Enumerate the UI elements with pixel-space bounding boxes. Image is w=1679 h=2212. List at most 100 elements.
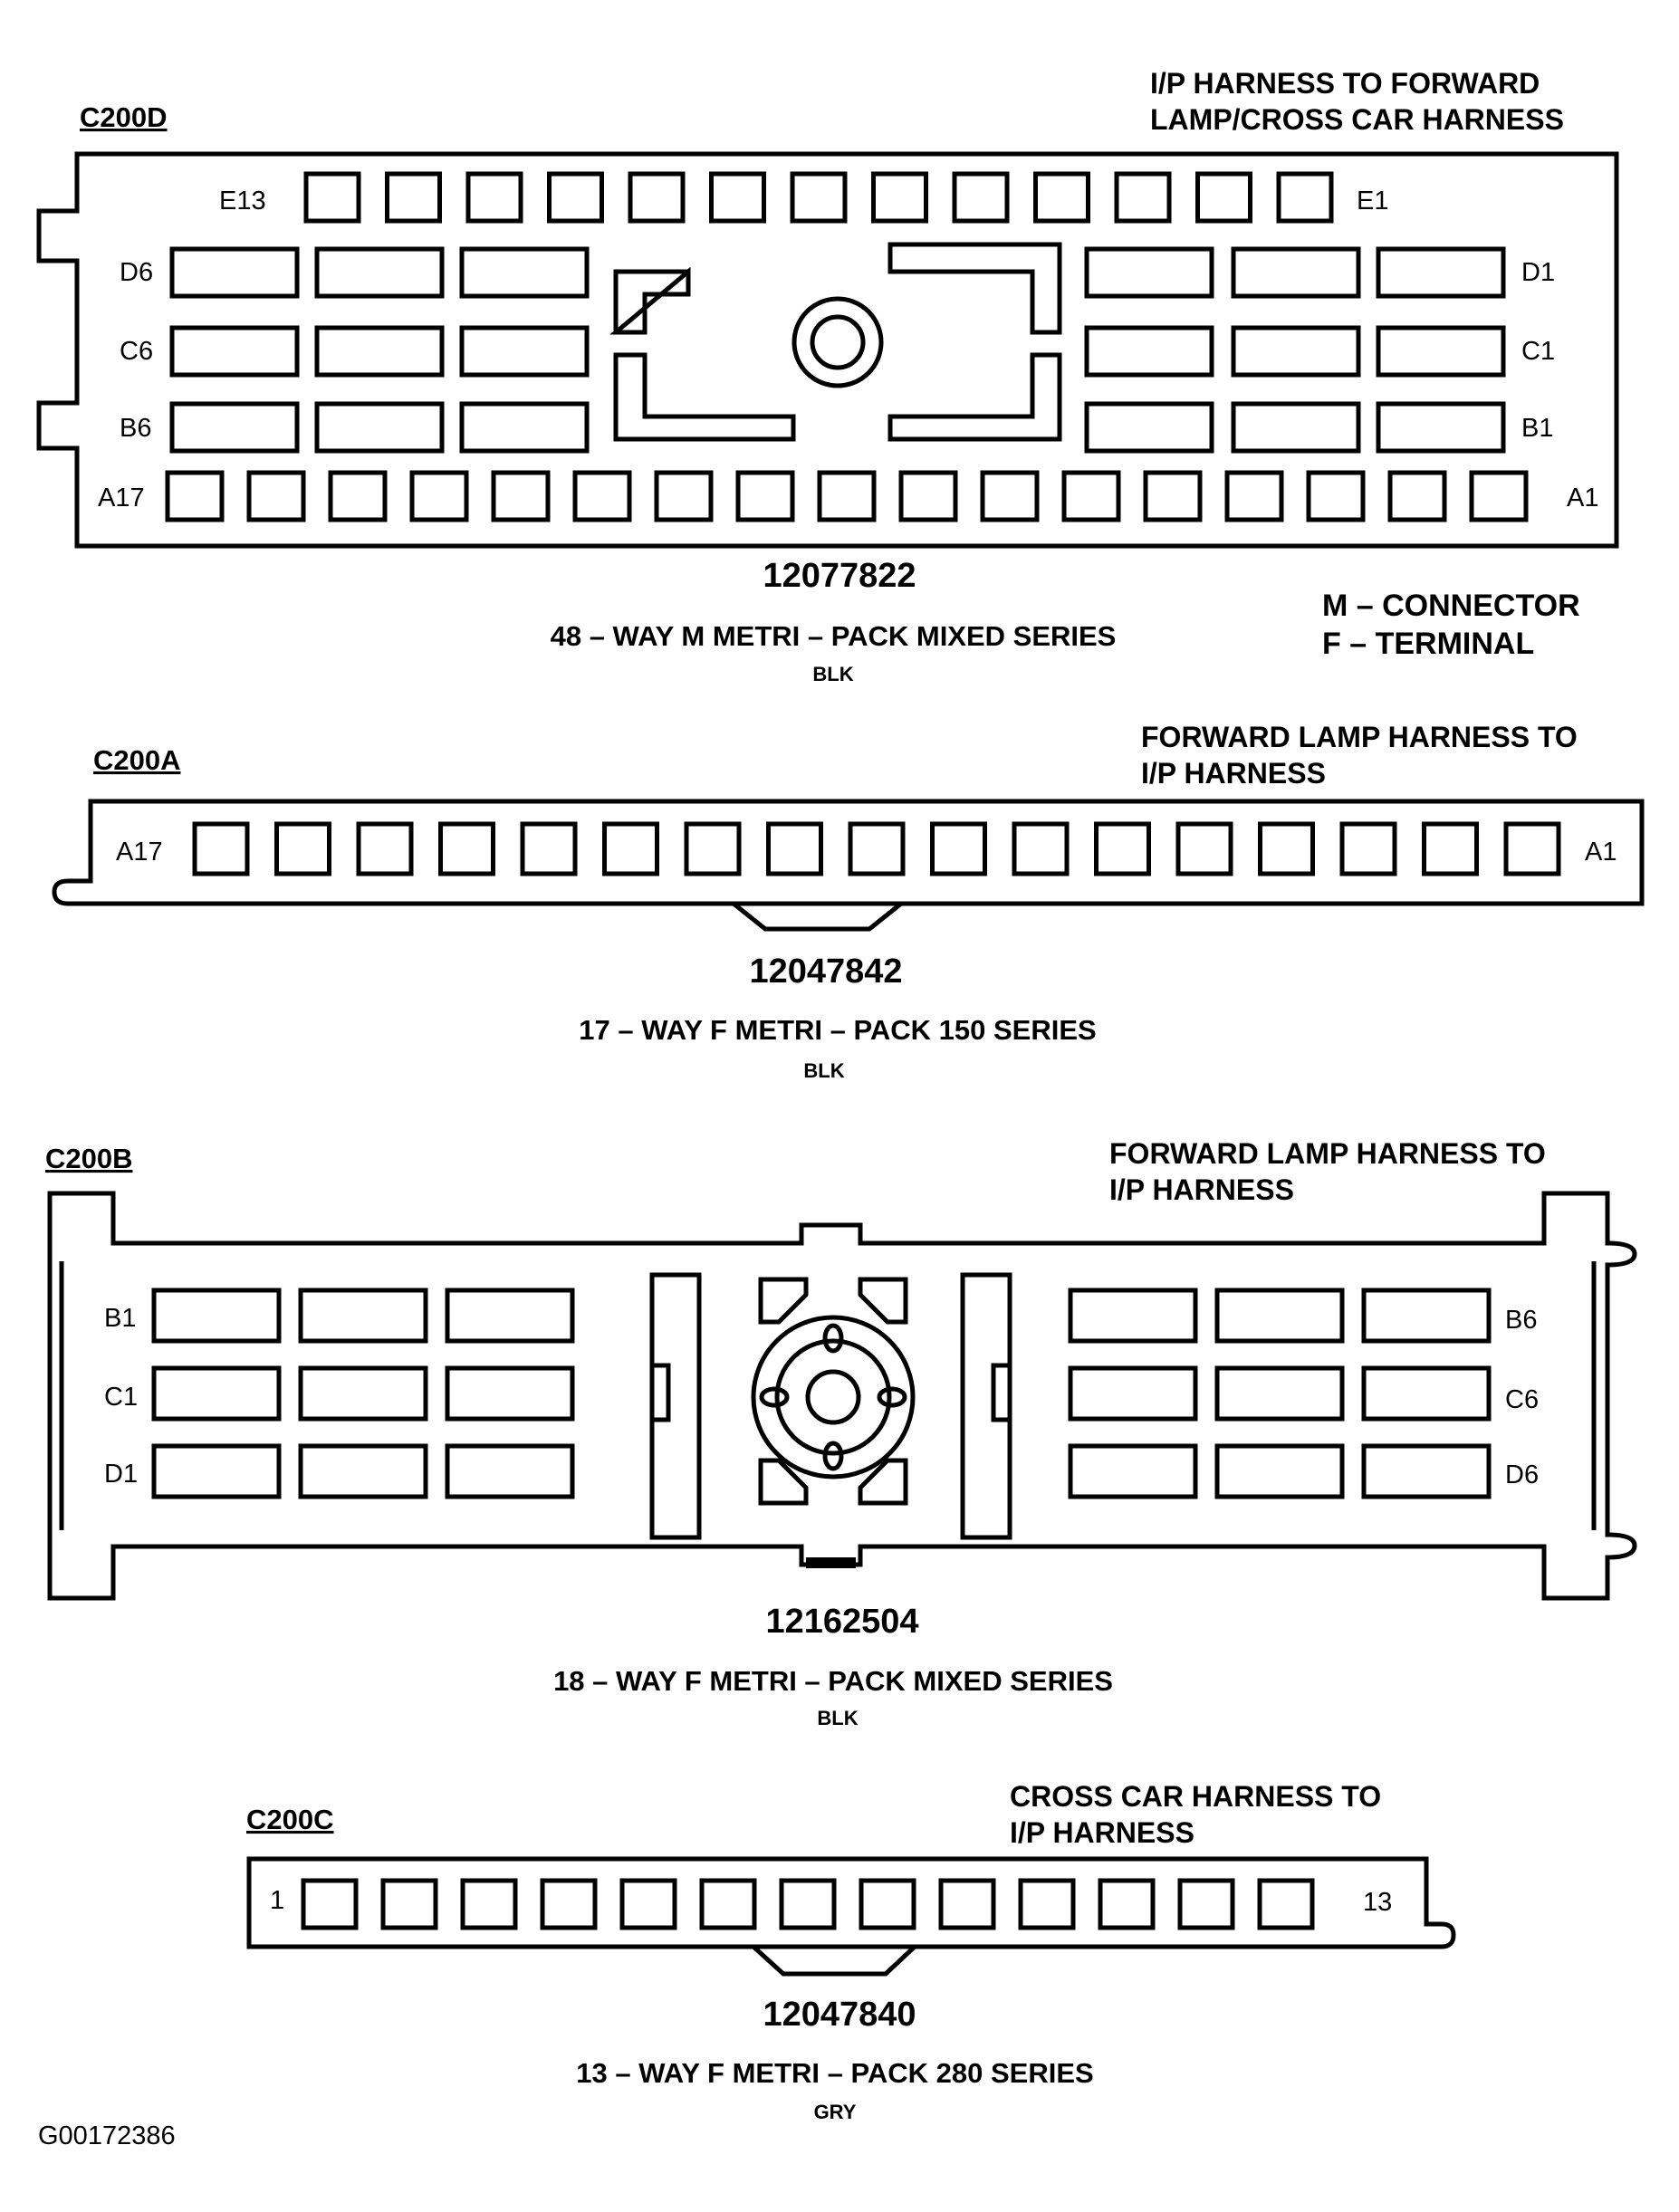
c200d-cavity-e — [1195, 171, 1252, 224]
c200a-desc-line1: FORWARD LAMP HARNESS TO — [1141, 721, 1578, 753]
c200c-cavity — [301, 1878, 359, 1930]
c200d-cavity-e — [303, 171, 361, 224]
c200b-bottom-latch — [806, 1557, 856, 1568]
c200d-cavity-d — [1376, 246, 1506, 299]
c200d-cavity-b — [169, 401, 300, 454]
c200a-cavity — [930, 821, 987, 876]
figure-id: G00172386 — [38, 2121, 176, 2150]
c200c-housing-outline — [246, 1856, 1456, 1949]
c200a-cavity — [602, 821, 659, 876]
c200b-label-d1: D1 — [104, 1460, 138, 1489]
c200d-cavity-a — [898, 470, 958, 522]
c200d-cavity-b — [459, 401, 590, 454]
c200d-label-a1: A1 — [1567, 484, 1598, 512]
c200d-cavity-b — [1084, 401, 1214, 454]
c200d-cavity-a — [980, 470, 1040, 522]
c200b-cavity-b — [298, 1288, 428, 1344]
c200a-label-a1: A1 — [1585, 838, 1617, 867]
c200d-cavity-a — [817, 470, 877, 522]
c200d-cavities — [165, 171, 1529, 522]
c200d-cavity-d — [169, 246, 300, 299]
c200d-label-b1: B1 — [1521, 414, 1553, 443]
c200d-label-b6: B6 — [120, 414, 151, 443]
c200a-color: BLK — [803, 1059, 844, 1082]
c200c-latch — [752, 1945, 916, 1977]
c200b-desc-line2: I/P HARNESS — [1109, 1173, 1294, 1206]
c200c-cavity — [1098, 1878, 1156, 1930]
c200d-cavity-e — [1276, 171, 1334, 224]
c200b-label-c6: C6 — [1505, 1385, 1539, 1414]
c200a-cavity — [1258, 821, 1315, 876]
c200a-cavity — [684, 821, 742, 876]
c200b-cavity-d — [1214, 1443, 1345, 1499]
c200a-id: C200A — [93, 744, 181, 776]
c200b-cavity-b — [445, 1288, 575, 1344]
c200d-cavity-c — [169, 325, 300, 378]
c200b-cavity-c — [1361, 1365, 1492, 1422]
c200b-cavity-d — [1361, 1443, 1492, 1499]
c200a-desc-line2: I/P HARNESS — [1141, 757, 1326, 790]
c200d-label-a17: A17 — [98, 484, 145, 512]
legend: M – CONNECTOR F – TERMINAL — [1322, 589, 1580, 661]
c200d-label-c1: C1 — [1521, 337, 1555, 366]
c200c-cavity — [540, 1878, 598, 1930]
c200b-center-lock — [649, 1272, 1012, 1540]
c200d-label-d6: D6 — [120, 258, 153, 287]
c200d-cavity-c — [1376, 325, 1506, 378]
c200d-label-e1: E1 — [1357, 187, 1388, 215]
c200d-cavity-b — [314, 401, 445, 454]
connector-c200b: C200B FORWARD LAMP HARNESS TO I/P HARNES… — [45, 1137, 1637, 1729]
c200d-cavity-c — [314, 325, 445, 378]
c200d-cavity-e — [709, 171, 766, 224]
c200a-cavity — [766, 821, 823, 876]
c200b-color: BLK — [817, 1707, 858, 1729]
c200b-label-b6: B6 — [1505, 1306, 1537, 1335]
c200d-id: C200D — [80, 101, 168, 133]
c200d-type: 48 – WAY M METRI – PACK MIXED SERIES — [551, 620, 1117, 652]
c200c-cavity — [380, 1878, 438, 1930]
c200c-cavity — [1177, 1878, 1235, 1930]
c200d-cavity-b — [1376, 401, 1506, 454]
c200a-cavity — [1503, 821, 1561, 876]
c200d-cavity-e — [385, 171, 442, 224]
c200a-cavity — [848, 821, 906, 876]
c200c-cavity — [619, 1878, 677, 1930]
c200d-part-number: 12077822 — [763, 557, 916, 595]
c200b-cavity-d — [445, 1443, 575, 1499]
c200d-cavity-e — [465, 171, 523, 224]
c200b-cavity-c — [445, 1365, 575, 1422]
c200a-cavity — [1094, 821, 1151, 876]
c200c-desc-line2: I/P HARNESS — [1010, 1816, 1194, 1849]
c200d-cavity-e — [952, 171, 1010, 224]
c200c-cavity — [460, 1878, 518, 1930]
c200a-cavity — [1422, 821, 1479, 876]
c200b-cavity-d — [151, 1443, 282, 1499]
c200d-cavity-e — [871, 171, 928, 224]
c200d-cavity-a — [735, 470, 795, 522]
c200b-part-number: 12162504 — [765, 1603, 918, 1641]
c200d-label-e13: E13 — [219, 187, 266, 215]
c200c-desc-line1: CROSS CAR HARNESS TO — [1010, 1780, 1381, 1813]
c200b-cavity-d — [1068, 1443, 1198, 1499]
c200a-latch — [732, 902, 903, 932]
c200d-cavity-a — [165, 470, 225, 522]
c200d-desc-line2: LAMP/CROSS CAR HARNESS — [1150, 103, 1564, 136]
legend-terminal: F – TERMINAL — [1322, 627, 1534, 661]
connector-c200c: C200C CROSS CAR HARNESS TO I/P HARNESS 1… — [246, 1780, 1456, 2123]
c200d-cavity-d — [1084, 246, 1214, 299]
c200b-cavities — [151, 1288, 1492, 1499]
c200b-cavity-c — [1214, 1365, 1345, 1422]
c200c-cavity — [1257, 1878, 1315, 1930]
c200b-type: 18 – WAY F METRI – PACK MIXED SERIES — [553, 1665, 1113, 1697]
c200b-desc-line1: FORWARD LAMP HARNESS TO — [1109, 1137, 1546, 1170]
c200a-cavity — [1339, 821, 1397, 876]
c200b-id: C200B — [45, 1143, 133, 1174]
c200b-label-d6: D6 — [1505, 1460, 1539, 1489]
c200b-cavity-b — [151, 1288, 282, 1344]
c200a-cavity — [520, 821, 578, 876]
c200d-cavity-a — [491, 470, 551, 522]
c200a-cavity — [438, 821, 495, 876]
c200d-label-c6: C6 — [120, 337, 153, 366]
c200b-cavity-b — [1214, 1288, 1345, 1344]
